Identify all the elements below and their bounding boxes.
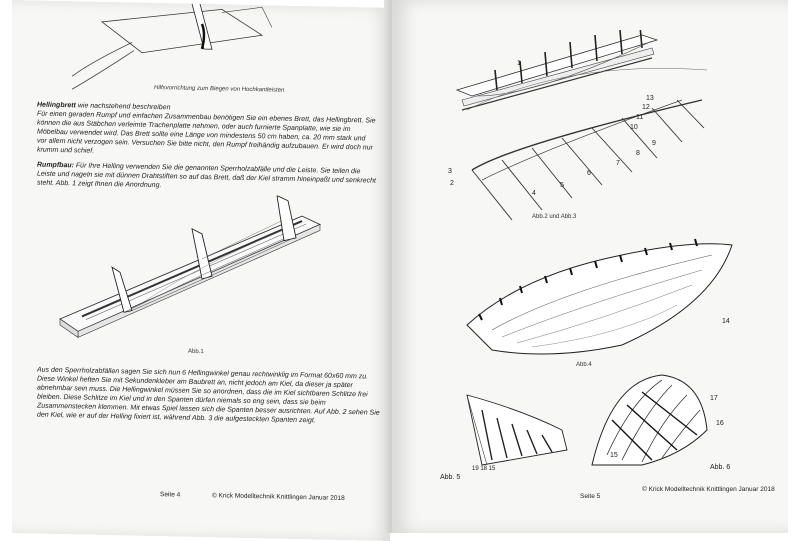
frame-number-7: 7 [616,160,620,167]
keel-and-frames-figure [455,30,708,221]
helling-heading-suffix: wie nachstehend beschreiben [75,102,171,112]
helling-text: Für einen geraden Rumpf und einfachen Zu… [37,110,376,155]
rumpfbau-text: Für Ihre Helling verwenden Sie die genan… [37,162,376,190]
right-page: 1 2 3 4 5 6 7 8 9 10 11 12 13 Abb.2 und … [392,0,788,533]
helling-paragraph: Hellingbrett wie nachstehend beschreiben… [37,101,377,162]
bending-fixture-figure [72,3,273,90]
right-footer: © Krick Modelltechnik Knittlingen Januar… [642,486,775,493]
frame-number-16: 16 [716,420,724,427]
frame-number-11: 11 [636,114,644,121]
abb5-label: Abb. 5 [440,474,461,481]
frame-number-17: 17 [710,395,718,402]
frame-number-8: 8 [636,150,640,157]
rumpfbau-heading: Rumpfbau: [37,161,74,170]
frame-number-1: 1 [517,60,521,67]
abb2-3-caption: Abb.2 und Abb.3 [532,214,577,220]
helling-heading: Hellingbrett [37,101,76,110]
hull-planking-figure [466,238,733,355]
bow-detail-figure [466,394,568,466]
rumpfbau-paragraph: Rumpfbau: Für Ihre Helling verwenden Sie… [37,161,377,195]
frame-number-12: 12 [642,104,650,111]
winkel-paragraph: Aus den Sperrholzabfällen sagen Sie sich… [37,366,380,425]
frame-number-2: 2 [450,180,454,187]
building-board-figure [59,194,322,338]
frame-number-3: 3 [448,168,452,175]
abb6-label: Abb. 6 [710,464,731,471]
abb5-numbers: 19 18 15 [472,466,496,472]
frame-number-13: 13 [646,95,654,102]
left-page-number: Seite 4 [160,491,181,499]
abb1-caption: Abb.1 [188,348,204,356]
stern-detail-figure [591,374,708,466]
frame-number-15: 15 [610,452,618,459]
abb4-caption: Abb.4 [576,362,592,368]
frame-number-5: 5 [560,182,564,189]
frame-number-10: 10 [630,124,638,131]
frame-number-9: 9 [652,140,656,147]
frame-number-4: 4 [532,190,536,197]
right-page-number: Seite 5 [580,493,601,500]
frame-number-6: 6 [587,170,591,177]
left-footer: © Krick Modelltechnik Knittlingen Januar… [212,492,345,502]
frame-number-14: 14 [722,318,730,325]
left-page: Hilfsvorrichtung zum Biegen von Hochkant… [12,0,390,541]
